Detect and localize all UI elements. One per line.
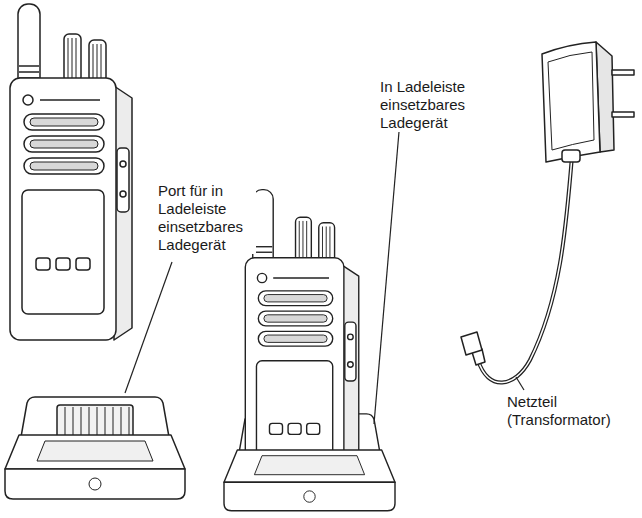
leader-line <box>125 120 524 424</box>
drawing-part <box>612 70 634 75</box>
label-box: Port für in Ladeleiste einsetzbares Lade… <box>156 182 256 254</box>
label-box: Netzteil (Transformator) <box>505 393 635 429</box>
drawing-part <box>516 377 524 390</box>
drawing-part <box>542 42 600 162</box>
drawing-part <box>374 120 400 424</box>
drawing-part <box>612 112 634 117</box>
radio-handheld <box>10 4 132 340</box>
charger-back <box>21 397 169 439</box>
label-box: In Ladeleiste einsetzbares Ladegerät <box>378 78 538 132</box>
drawing-part <box>478 156 572 383</box>
drawing-part <box>125 262 172 393</box>
drawing-part <box>562 150 580 162</box>
part-label: Port für in Ladeleiste einsetzbares Lade… <box>156 182 256 254</box>
part-label: In Ladeleiste einsetzbares Ladegerät <box>378 78 538 132</box>
drawing-part <box>461 332 482 355</box>
charger-base <box>5 435 185 499</box>
drawing-part <box>478 156 572 383</box>
part-label: Netzteil (Transformator) <box>505 393 635 429</box>
charger-base <box>224 450 395 511</box>
drawing-part <box>548 52 594 150</box>
